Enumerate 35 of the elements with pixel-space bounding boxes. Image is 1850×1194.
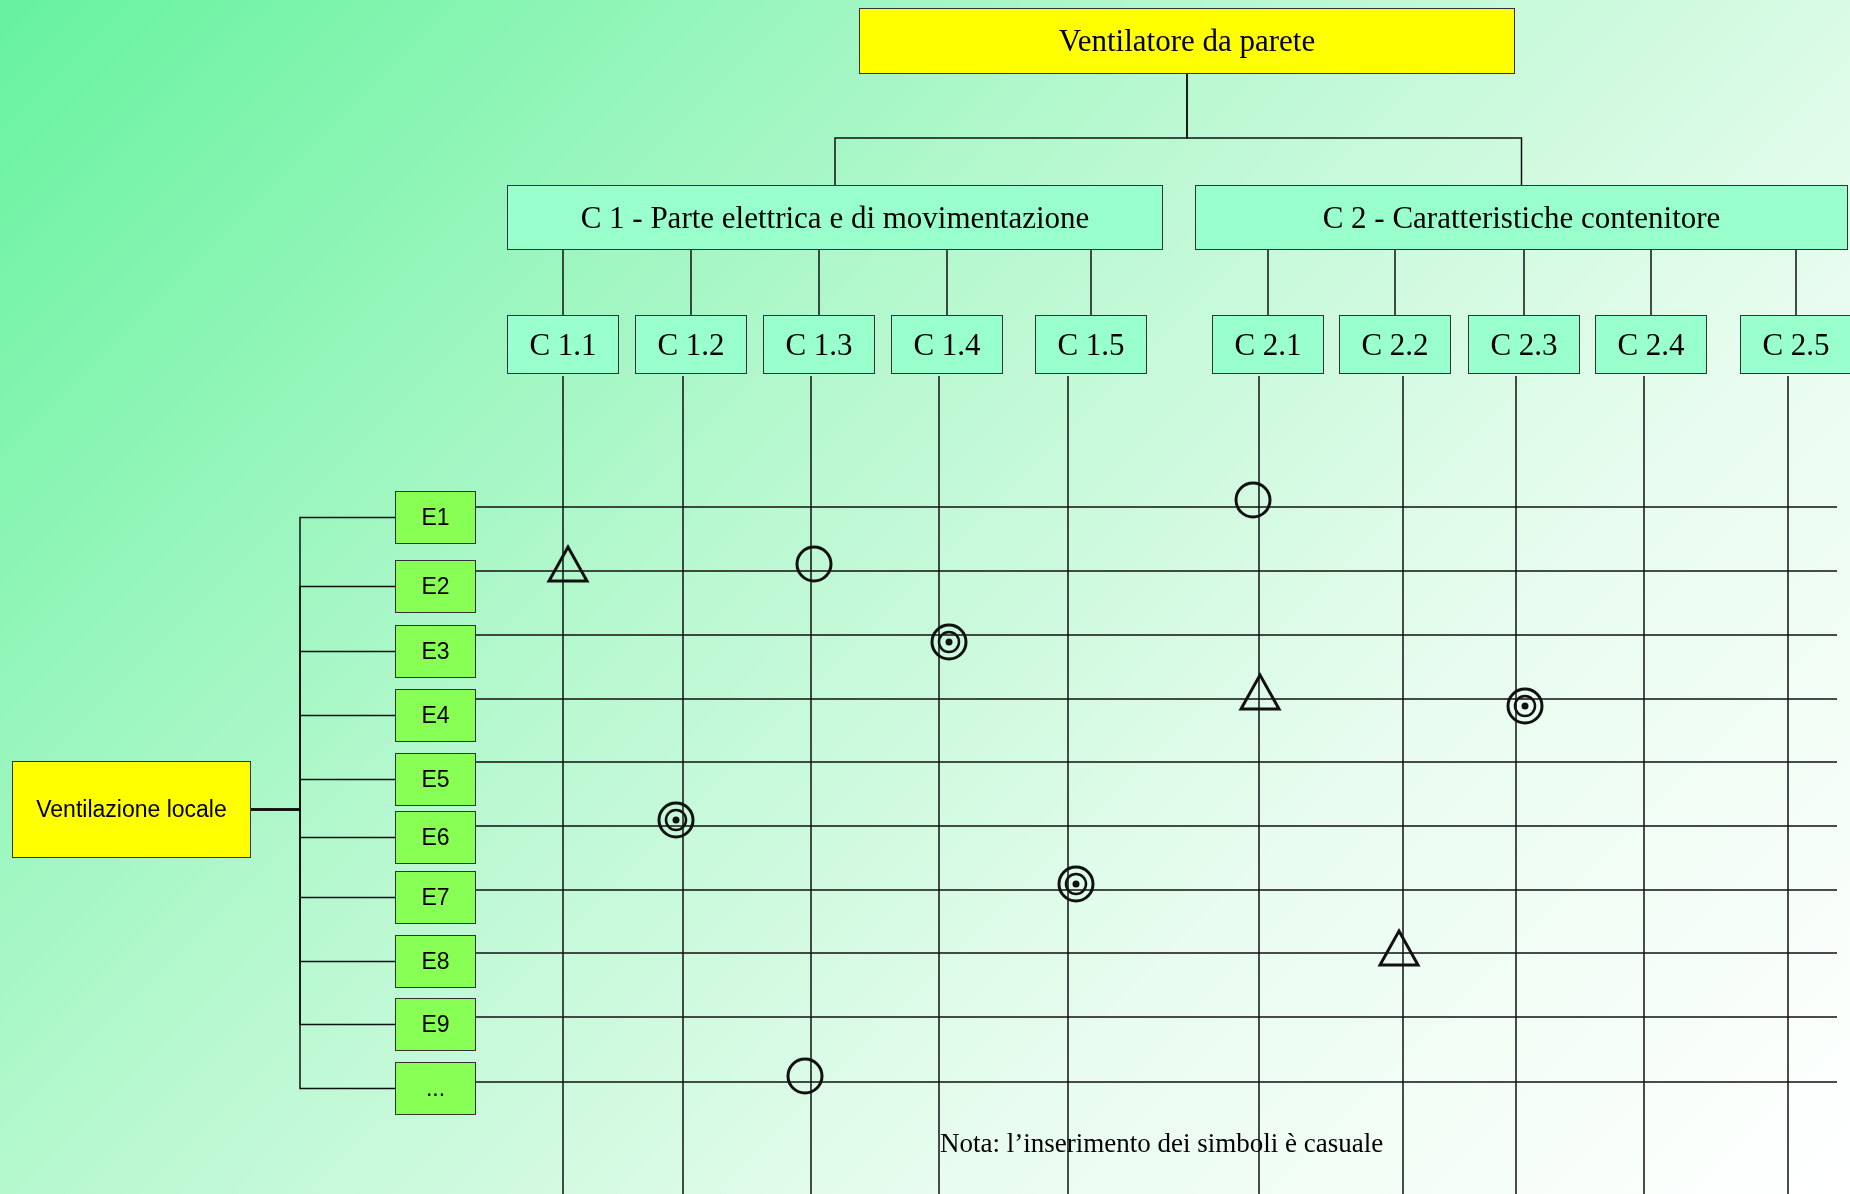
root-box: Ventilatore da parete [859, 8, 1515, 74]
characteristic-box: C 1.3 [763, 315, 875, 374]
root-box: Ventilazione locale [12, 761, 251, 858]
connector-line [1523, 249, 1525, 316]
connector-line [562, 249, 564, 316]
requirement-box: E9 [395, 998, 476, 1051]
requirement-box: E5 [395, 753, 476, 806]
requirement-box: E1 [395, 491, 476, 544]
requirement-box: ... [395, 1062, 476, 1115]
connector-line [1267, 249, 1269, 316]
category-box: C 1 - Parte elettrica e di movimentazione [507, 185, 1163, 250]
characteristic-box: C 2.5 [1740, 315, 1850, 374]
connector-line [818, 249, 820, 316]
connector-line [946, 249, 948, 316]
characteristic-box: C 1.1 [507, 315, 619, 374]
requirement-box: E4 [395, 689, 476, 742]
connector-line [1795, 249, 1797, 316]
characteristic-box: C 2.1 [1212, 315, 1324, 374]
connector-line [1650, 249, 1652, 316]
characteristic-box: C 1.2 [635, 315, 747, 374]
connector-line [690, 249, 692, 316]
requirement-box: E6 [395, 811, 476, 864]
requirement-box: E8 [395, 935, 476, 988]
characteristic-box: C 2.4 [1595, 315, 1707, 374]
characteristic-box: C 1.5 [1035, 315, 1147, 374]
requirement-box: E7 [395, 871, 476, 924]
connector-line [1090, 249, 1092, 316]
characteristic-box: C 2.2 [1339, 315, 1451, 374]
characteristic-box: C 1.4 [891, 315, 1003, 374]
connector-line [1394, 249, 1396, 316]
connector-line [1186, 73, 1523, 186]
category-box: C 2 - Caratteristiche contenitore [1195, 185, 1848, 250]
requirement-box: E2 [395, 560, 476, 613]
characteristic-box: C 2.3 [1468, 315, 1580, 374]
requirement-box: E3 [395, 625, 476, 678]
